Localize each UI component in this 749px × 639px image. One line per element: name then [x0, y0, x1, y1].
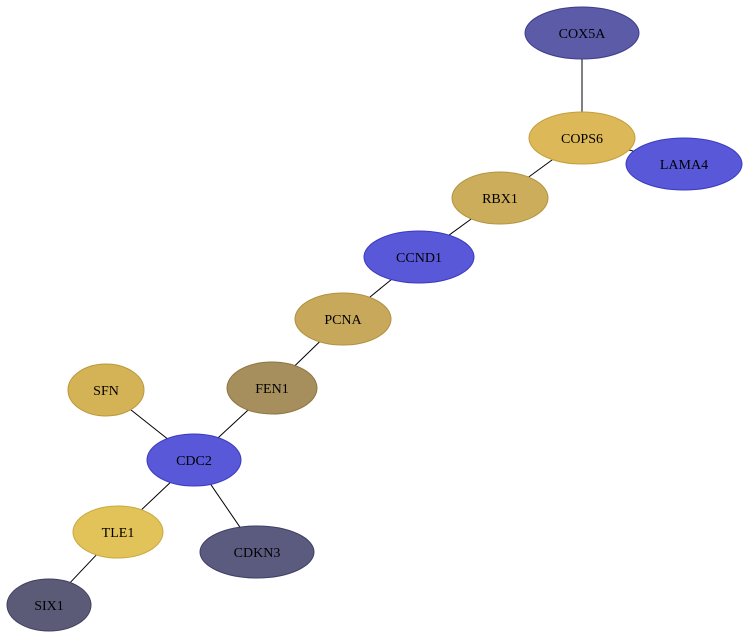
edge-rbx1-ccnd1 [448, 218, 472, 236]
node-fen1[interactable]: FEN1 [226, 361, 318, 415]
node-label-cdc2: CDC2 [176, 454, 212, 469]
node-sfn[interactable]: SFN [67, 363, 145, 417]
node-six1[interactable]: SIX1 [6, 578, 92, 632]
node-shape-rbx1[interactable] [451, 171, 549, 225]
node-rbx1[interactable]: RBX1 [451, 171, 549, 225]
node-label-rbx1: RBX1 [482, 192, 518, 207]
edge-cops6-rbx1 [528, 159, 553, 178]
node-lama4[interactable]: LAMA4 [625, 137, 743, 191]
node-label-sfn: SFN [93, 384, 119, 399]
edge-cdc2-cdkn3 [210, 484, 241, 528]
node-shape-cdkn3[interactable] [199, 525, 315, 579]
node-tle1[interactable]: TLE1 [72, 505, 164, 559]
node-shape-cdc2[interactable] [146, 433, 242, 487]
node-cdkn3[interactable]: CDKN3 [199, 525, 315, 579]
node-label-tle1: TLE1 [102, 526, 135, 541]
node-label-pcna: PCNA [324, 313, 362, 328]
node-cops6[interactable]: COPS6 [528, 111, 636, 165]
node-shape-cox5a[interactable] [524, 6, 640, 60]
node-shape-sfn[interactable] [67, 363, 145, 417]
node-shape-lama4[interactable] [625, 137, 743, 191]
node-ccnd1[interactable]: CCND1 [363, 230, 475, 284]
node-shape-cops6[interactable] [528, 111, 636, 165]
node-label-cox5a: COX5A [559, 27, 607, 42]
node-label-cops6: COPS6 [561, 132, 603, 147]
node-cdc2[interactable]: CDC2 [146, 433, 242, 487]
node-label-lama4: LAMA4 [660, 158, 708, 173]
node-label-cdkn3: CDKN3 [234, 546, 281, 561]
node-label-six1: SIX1 [34, 599, 64, 614]
node-shape-fen1[interactable] [226, 361, 318, 415]
node-cox5a[interactable]: COX5A [524, 6, 640, 60]
node-shape-ccnd1[interactable] [363, 230, 475, 284]
node-label-ccnd1: CCND1 [396, 251, 442, 266]
node-shape-tle1[interactable] [72, 505, 164, 559]
edge-cops6-lama4 [628, 149, 634, 152]
edge-fen1-cdc2 [217, 409, 249, 439]
node-pcna[interactable]: PCNA [294, 292, 392, 346]
edge-ccnd1-pcna [369, 279, 392, 298]
edges-layer [69, 59, 634, 583]
edge-cdc2-tle1 [141, 482, 171, 511]
node-shape-six1[interactable] [6, 578, 92, 632]
node-label-fen1: FEN1 [255, 382, 288, 397]
node-shape-pcna[interactable] [294, 292, 392, 346]
edge-pcna-fen1 [294, 341, 320, 367]
edge-tle1-six1 [69, 554, 97, 583]
edge-sfn-cdc2 [130, 409, 168, 440]
